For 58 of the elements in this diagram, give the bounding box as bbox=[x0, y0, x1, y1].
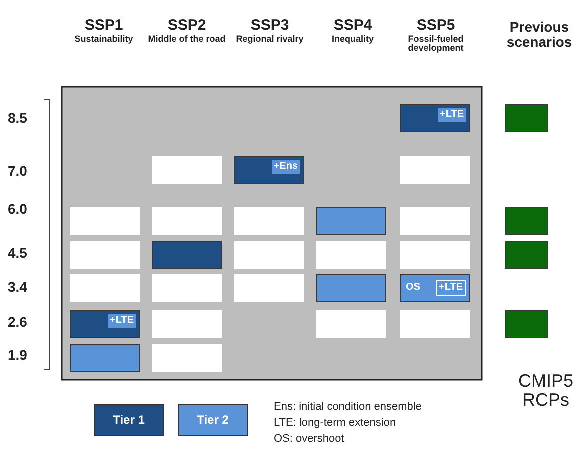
scenario-box bbox=[70, 241, 140, 269]
caption-text: CMIP5 RCPs bbox=[517, 372, 574, 410]
scenario-box bbox=[70, 274, 140, 302]
scenario-box bbox=[152, 344, 222, 372]
legend-label: Tier 1 bbox=[113, 413, 145, 427]
scenario-box bbox=[316, 241, 386, 269]
scenario-box bbox=[152, 207, 222, 235]
scenario-box bbox=[234, 274, 304, 302]
axis-value: 8.5 bbox=[8, 111, 28, 126]
scenario-box bbox=[400, 207, 470, 235]
note-text: LTE: long-term extension bbox=[274, 418, 398, 430]
scenario-box bbox=[70, 207, 140, 235]
legend-label: Tier 2 bbox=[197, 413, 229, 427]
column-header: SSP1 bbox=[84, 18, 124, 34]
axis-value: 3.4 bbox=[8, 280, 28, 295]
scenario-box bbox=[70, 310, 140, 338]
rcp-box bbox=[505, 241, 548, 269]
scenario-box bbox=[400, 156, 470, 184]
axis-value: 1.9 bbox=[8, 348, 28, 363]
column-header: Middle of the road bbox=[147, 35, 227, 44]
column-header: Sustainability bbox=[74, 35, 134, 44]
scenario-box bbox=[400, 310, 470, 338]
column-header: Previous scenarios bbox=[506, 20, 574, 50]
column-header: SSP3 bbox=[250, 18, 290, 34]
tag-label: +LTE bbox=[436, 280, 466, 296]
scenario-box bbox=[152, 274, 222, 302]
rcp-box bbox=[505, 207, 548, 235]
tag-label: +Ens bbox=[272, 160, 300, 174]
scenario-box bbox=[234, 156, 304, 184]
scenario-box bbox=[316, 207, 386, 235]
axis-value: 6.0 bbox=[8, 202, 28, 217]
scenario-box bbox=[400, 241, 470, 269]
rcp-box bbox=[505, 104, 548, 132]
note-text: OS: overshoot bbox=[274, 434, 346, 446]
tag-label: OS bbox=[405, 281, 422, 295]
scenario-box bbox=[316, 274, 386, 302]
column-header: SSP2 bbox=[166, 18, 208, 34]
scenario-box bbox=[152, 241, 222, 269]
scenario-box bbox=[152, 156, 222, 184]
column-header: SSP4 bbox=[332, 18, 374, 34]
tag-label: +LTE bbox=[108, 314, 136, 328]
scenario-box bbox=[234, 241, 304, 269]
scenario-box bbox=[400, 274, 470, 302]
scenario-box bbox=[152, 310, 222, 338]
rcp-box bbox=[505, 310, 548, 338]
tag-label: +LTE bbox=[438, 108, 466, 122]
axis-value: 7.0 bbox=[8, 164, 28, 179]
column-header: SSP5 bbox=[416, 18, 456, 34]
axis-value: 2.6 bbox=[8, 315, 28, 330]
scenario-box bbox=[70, 344, 140, 372]
scenario-box bbox=[234, 207, 304, 235]
scenario-box bbox=[316, 310, 386, 338]
scenario-box bbox=[400, 104, 470, 132]
column-header: Inequality bbox=[330, 35, 375, 44]
axis-value: 4.5 bbox=[8, 246, 28, 261]
note-text: Ens: initial condition ensemble bbox=[274, 402, 423, 414]
column-header: Regional rivalry bbox=[235, 35, 305, 44]
column-header: Fossil-fueled development bbox=[407, 35, 465, 54]
